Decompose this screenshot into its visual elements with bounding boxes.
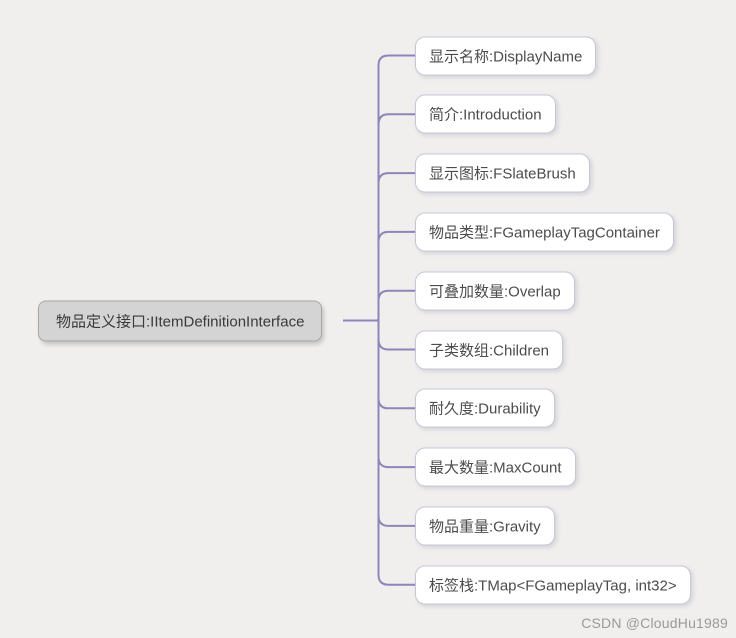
branch-node[interactable]: 子类数组:Children bbox=[415, 330, 564, 369]
connector-line bbox=[377, 320, 415, 586]
branch-node[interactable]: 显示名称:DisplayName bbox=[415, 36, 597, 75]
branch-node[interactable]: 简介:Introduction bbox=[415, 94, 556, 134]
branch-node[interactable]: 标签栈:TMap<FGameplayTag, int32> bbox=[415, 565, 691, 605]
branch-node[interactable]: 物品类型:FGameplayTagContainer bbox=[415, 212, 674, 252]
connector-line bbox=[377, 320, 415, 351]
branch-node[interactable]: 耐久度:Durability bbox=[415, 388, 555, 428]
branch-node[interactable]: 最大数量:MaxCount bbox=[415, 447, 576, 487]
branch-node[interactable]: 显示图标:FSlateBrush bbox=[415, 153, 590, 193]
root-node[interactable]: 物品定义接口:IItemDefinitionInterface bbox=[38, 300, 323, 341]
connector-line bbox=[377, 289, 415, 321]
connector-line bbox=[377, 172, 415, 321]
connector-line bbox=[377, 113, 415, 321]
connector-line bbox=[377, 320, 415, 469]
branch-node[interactable]: 可叠加数量:Overlap bbox=[415, 271, 575, 311]
connector-line bbox=[377, 320, 415, 527]
connector-line bbox=[377, 320, 415, 410]
watermark: CSDN @CloudHu1989 bbox=[581, 615, 728, 631]
connector-line bbox=[377, 54, 415, 321]
connector-line bbox=[377, 230, 415, 321]
branch-node[interactable]: 物品重量:Gravity bbox=[415, 506, 555, 546]
